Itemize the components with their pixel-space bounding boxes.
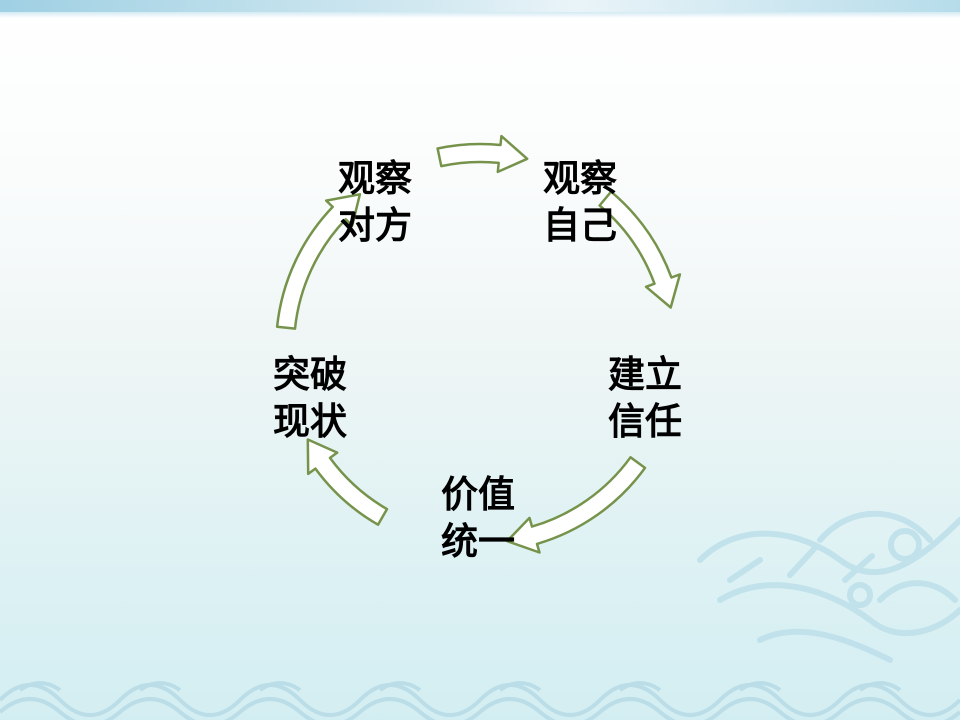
cycle-node-line: 现状 [273, 400, 347, 443]
dragon-watermark [697, 510, 960, 663]
arrow-value-to-breakthrough [306, 438, 389, 526]
cycle-node-observe-self: 观察 自己 [543, 155, 653, 249]
cycle-node-line: 统一 [441, 520, 515, 563]
cycle-node-line: 对方 [338, 204, 412, 247]
cycle-node-line: 自己 [543, 204, 617, 247]
arrow-observe-self-to-trust [598, 190, 682, 309]
cycle-node-value-unity: 价值 统一 [441, 471, 551, 565]
arrow-observe-other-to-self [436, 134, 529, 174]
cycle-node-line: 观察 [543, 157, 617, 200]
cycle-node-line: 信任 [608, 400, 682, 443]
cycle-node-build-trust: 建立 信任 [608, 351, 718, 445]
wave-border [0, 681, 960, 720]
cycle-node-breakthrough: 突破 现状 [273, 351, 383, 445]
cycle-node-line: 价值 [441, 473, 515, 516]
cycle-node-observe-other: 观察 对方 [338, 155, 448, 249]
top-decor-band [0, 0, 960, 18]
arrow-trust-to-value [505, 456, 647, 554]
cycle-node-line: 突破 [273, 353, 347, 396]
cycle-node-line: 建立 [608, 353, 682, 396]
cycle-node-line: 观察 [338, 157, 412, 200]
arrow-breakthrough-to-other [275, 193, 362, 330]
